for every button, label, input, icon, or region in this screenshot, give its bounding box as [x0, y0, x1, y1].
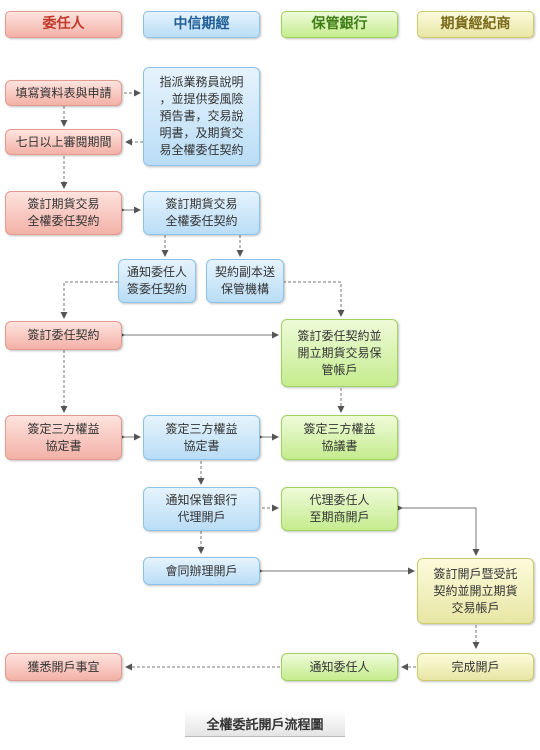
node-notify-client: 通知委任人 簽委任契約 [118, 259, 196, 303]
header-broker: 中信期經 [143, 11, 260, 38]
header-custodian-bank: 保管銀行 [281, 11, 398, 38]
node-fcm-sign-open: 簽訂開戶暨受託 契約並開立期貨 交易帳戶 [417, 558, 534, 624]
node-sign-client: 簽訂期貨交易 全權委任契約 [5, 191, 122, 235]
node-client-informed: 獲悉開戶事宜 [5, 653, 122, 681]
node-sign-broker: 簽訂期貨交易 全權委任契約 [143, 191, 260, 235]
node-broker-tripartite: 簽定三方權益 協定書 [143, 415, 260, 460]
node-done-open: 完成開戶 [417, 653, 534, 681]
node-bank-agent-open: 代理委任人 至期商開戶 [281, 487, 398, 531]
node-notify-bank: 通知保管銀行 代理開戶 [143, 487, 260, 531]
node-bank-sign-open: 簽訂委任契約並 開立期貨交易保 管帳戶 [281, 319, 398, 387]
node-assign-agent: 指派業務員說明 ，並提供委風險 預告書，交易說 明書，及期貨交 易全權委任契約 [143, 67, 260, 166]
arrow-copy-to-bank [273, 281, 345, 317]
node-send-copy: 契約副本送 保管機構 [206, 259, 284, 303]
node-client-sign-contract: 簽訂委任契約 [5, 321, 122, 350]
node-fill-forms: 填寫資料表與申請 [5, 80, 122, 106]
header-futures-broker: 期貨經紀商 [417, 11, 534, 38]
arrow-agent-open-to-fcm [396, 504, 480, 556]
header-client: 委任人 [5, 11, 122, 38]
node-notify-client-final: 通知委任人 [281, 653, 398, 681]
node-bank-tripartite: 簽定三方權益 協議書 [281, 415, 398, 460]
arrow-notify-to-client-sign [60, 281, 118, 319]
node-client-tripartite: 簽定三方權益 協定書 [5, 415, 122, 460]
node-joint-open: 會同辦理開戶 [143, 557, 260, 585]
diagram-caption: 全權委託開戶流程圖 [185, 710, 345, 737]
node-review-period: 七日以上審閱期間 [5, 129, 122, 155]
